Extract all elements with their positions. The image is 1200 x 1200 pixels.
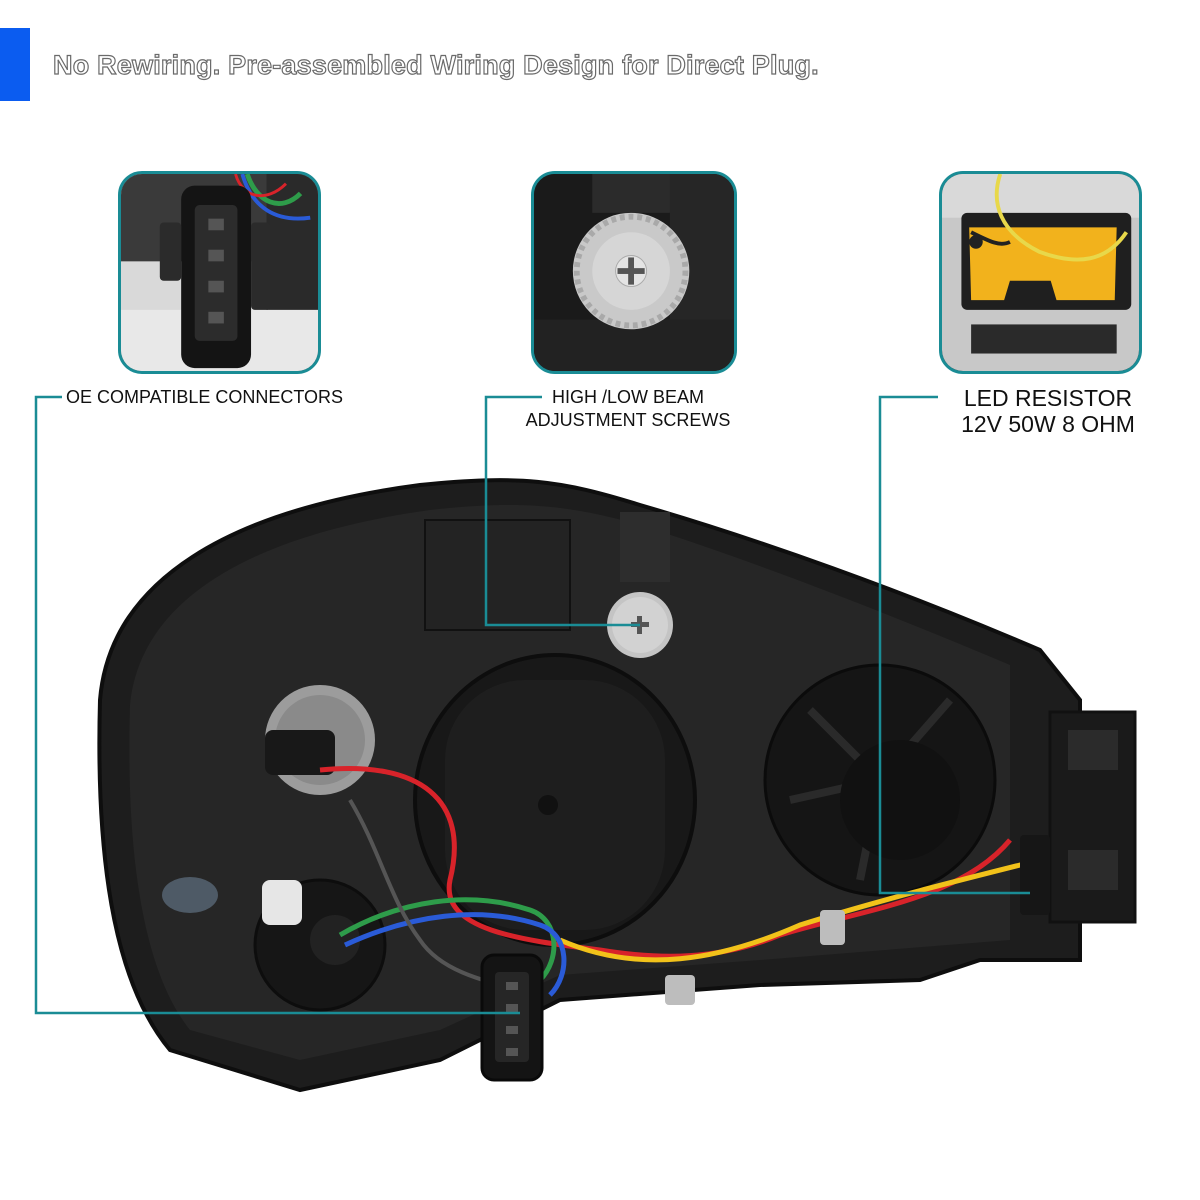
adjustment-screw (607, 592, 673, 658)
oe-connector (480, 953, 544, 1082)
label-oe-compatible-connectors: OE COMPATIBLE CONNECTORS (66, 387, 344, 407)
projector-bowl (763, 663, 997, 897)
screw-closeup-illustration (534, 174, 734, 371)
label-led-resistor-line2: 12V 50W 8 OHM (961, 411, 1135, 437)
label-adjustment-screws: HIGH /LOW BEAM ADJUSTMENT SCREWS (486, 386, 770, 432)
page-headline: No Rewiring. Pre-assembled Wiring Design… (52, 49, 819, 80)
accent-bar (0, 28, 30, 101)
inset-connector-photo (118, 171, 321, 374)
label-led-resistor: LED RESISTOR 12V 50W 8 OHM (940, 385, 1156, 437)
inset-led-resistor-photo (939, 171, 1142, 374)
connector-closeup-illustration (121, 174, 318, 371)
headlight-rear-illustration (97, 478, 1137, 1093)
resistor-closeup-illustration (942, 174, 1139, 371)
label-adjustment-screws-line1: HIGH /LOW BEAM (551, 387, 704, 407)
label-led-resistor-line1: LED RESISTOR (963, 385, 1133, 411)
label-adjustment-screws-line2: ADJUSTMENT SCREWS (525, 410, 731, 430)
inset-adjustment-screw-photo (531, 171, 737, 374)
